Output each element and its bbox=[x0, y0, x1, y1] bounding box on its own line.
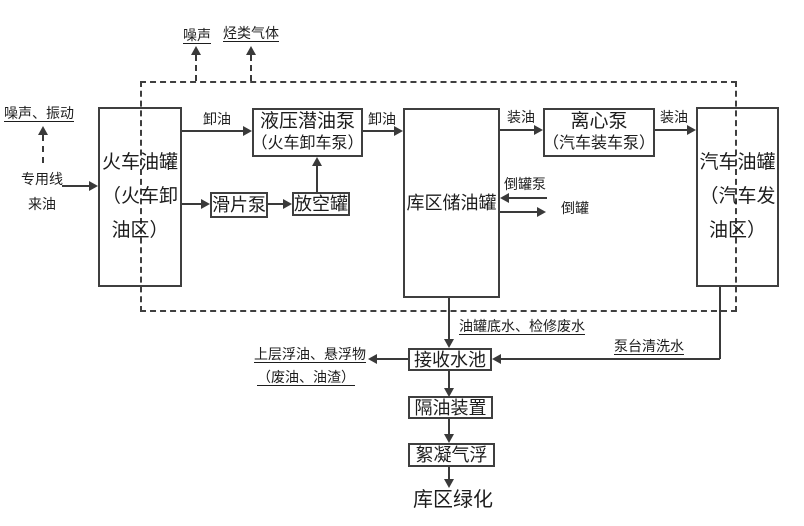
noise-vibration-label: 噪声、振动 bbox=[4, 107, 74, 122]
train-tank-line3: 油区） bbox=[111, 220, 169, 242]
noise-top-label: 噪声 bbox=[183, 29, 211, 44]
hydrocarbon-gas-label: 烃类气体 bbox=[223, 27, 279, 42]
transfer-out-arrow-shaft bbox=[500, 211, 537, 213]
train-tank-box: 火车油罐 （火车卸 油区） bbox=[98, 107, 182, 287]
train-tank-line1: 火车油罐 bbox=[101, 151, 178, 173]
unload1-arrow-head bbox=[243, 126, 252, 136]
centrifugal-pump-line2: （汽车装车泵） bbox=[543, 135, 656, 153]
vent-arrow-shaft bbox=[268, 203, 283, 205]
truck-tank-line3: 油区） bbox=[708, 220, 766, 242]
receiving-pool-box: 接收水池 bbox=[408, 348, 492, 371]
floating-oil-label: 上层浮油、悬浮物 bbox=[254, 348, 366, 363]
vane-arrow-shaft bbox=[182, 203, 201, 205]
floating-oil-arrow-head bbox=[368, 354, 377, 364]
hydrocarbon-gas-arrow-head bbox=[246, 46, 256, 55]
load2-label: 装油 bbox=[660, 111, 688, 126]
feed-line-label-line2: 来油 bbox=[28, 198, 56, 214]
pool-separator-arrow-shaft bbox=[448, 371, 450, 388]
feed-arrow-shaft bbox=[62, 185, 89, 187]
oil-separator-box: 隔油装置 bbox=[408, 396, 493, 419]
truck-tank-box: 汽车油罐 （汽车发 油区） bbox=[696, 107, 779, 287]
bottom-water-arrow-shaft bbox=[448, 298, 450, 339]
transfer-out-arrow-head bbox=[537, 207, 546, 217]
floc-greening-arrow-shaft bbox=[448, 467, 450, 479]
unload1-arrow-shaft bbox=[182, 130, 243, 132]
centrifugal-pump-box: 离心泵 （汽车装车泵） bbox=[543, 108, 655, 157]
pump-wash-line-vertical bbox=[719, 287, 721, 359]
separator-floc-arrow-head bbox=[444, 434, 454, 443]
vent-arrow-head bbox=[283, 199, 292, 209]
load2-arrow-shaft bbox=[655, 129, 687, 131]
waste-oil-label: （废油、油渣） bbox=[257, 371, 355, 386]
train-tank-line2: （火车卸 bbox=[101, 185, 178, 207]
hydraulic-pump-line1: 液压潜油泵 bbox=[259, 110, 355, 132]
greening-label: 库区绿化 bbox=[413, 489, 493, 511]
noise-top-arrow-head bbox=[191, 46, 201, 55]
pump-wash-line-horizontal bbox=[501, 358, 720, 360]
flocculation-box: 絮凝气浮 bbox=[408, 443, 495, 467]
load1-arrow-shaft bbox=[500, 129, 534, 131]
hydraulic-pump-box: 液压潜油泵 （火车卸车泵） bbox=[251, 108, 364, 157]
noise-vibration-arrow-shaft bbox=[42, 135, 44, 163]
floc-greening-arrow-head bbox=[444, 479, 454, 488]
transfer-in-arrow-head bbox=[500, 193, 509, 203]
pump-wash-arrow-head bbox=[492, 354, 501, 364]
truck-tank-line1: 汽车油罐 bbox=[699, 151, 776, 173]
unload2-arrow-head bbox=[394, 126, 403, 136]
feed-arrow-head bbox=[89, 181, 98, 191]
feed-line-label: 专用线 来油 bbox=[20, 173, 64, 214]
hydraulic-pump-line2: （火车卸车泵） bbox=[251, 135, 364, 153]
vent-up-arrow-shaft bbox=[316, 166, 318, 192]
transfer-pump-label: 倒罐泵 bbox=[504, 178, 546, 193]
unload2-arrow-shaft bbox=[363, 130, 394, 132]
hydrocarbon-gas-arrow-shaft bbox=[250, 55, 252, 81]
load1-arrow-head bbox=[534, 125, 543, 135]
unload1-label: 卸油 bbox=[203, 113, 231, 128]
pump-wash-water-label: 泵台清洗水 bbox=[614, 340, 684, 355]
vane-arrow-head bbox=[201, 199, 210, 209]
load2-arrow-head bbox=[687, 125, 696, 135]
load1-label: 装油 bbox=[507, 111, 535, 126]
plant-boundary-dashed-rect bbox=[140, 81, 737, 312]
tank-bottom-water-label: 油罐底水、检修废水 bbox=[459, 320, 585, 335]
transfer-in-arrow-shaft bbox=[509, 197, 547, 199]
centrifugal-pump-line1: 离心泵 bbox=[570, 110, 628, 132]
pool-separator-arrow-head bbox=[444, 388, 454, 397]
storage-tank-box: 库区储油罐 bbox=[403, 108, 500, 298]
feed-line-label-line1: 专用线 bbox=[21, 173, 63, 188]
floating-oil-arrow-shaft bbox=[377, 358, 408, 360]
unload2-label: 卸油 bbox=[368, 113, 396, 128]
transfer-label: 倒罐 bbox=[561, 202, 589, 217]
noise-vibration-arrow-head bbox=[38, 126, 48, 135]
noise-top-arrow-shaft bbox=[195, 55, 197, 81]
separator-floc-arrow-shaft bbox=[448, 419, 450, 434]
vane-pump-box: 滑片泵 bbox=[210, 192, 268, 218]
vent-tank-box: 放空罐 bbox=[292, 192, 350, 216]
vent-up-arrow-head bbox=[312, 157, 322, 166]
bottom-water-arrow-head bbox=[444, 339, 454, 348]
truck-tank-line2: （汽车发 bbox=[699, 185, 776, 207]
